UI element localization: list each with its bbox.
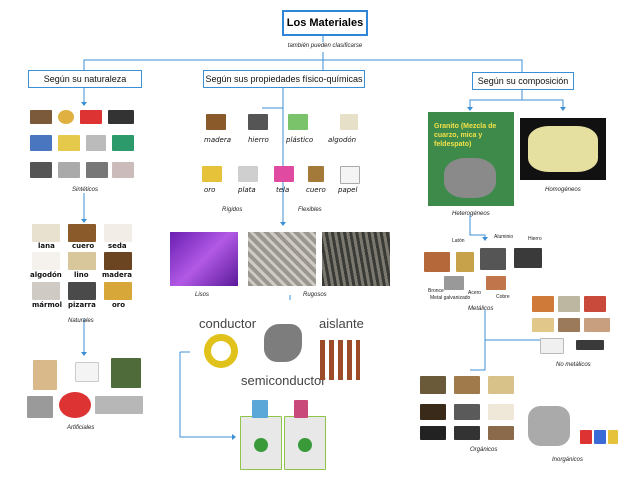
natural-item: lino: [74, 271, 89, 279]
natural-item: pizarra: [68, 301, 96, 309]
rugosos-image: [248, 232, 316, 286]
category-composicion: Según su composición: [472, 72, 574, 90]
rigid-item: algodón: [328, 136, 357, 144]
metal-label: Hierro: [528, 236, 542, 242]
heterogeneos-label: Heterogéneos: [452, 211, 490, 217]
rigid-item: plástico: [286, 136, 314, 144]
natural-item: mármol: [32, 301, 62, 309]
metalicos-label: Metálicos: [468, 306, 494, 312]
sinteticos-image: [28, 107, 138, 185]
lisos-image: [170, 232, 238, 286]
natural-item: oro: [112, 301, 126, 309]
artificiales-label: Artificiales: [67, 425, 95, 431]
naturales-label: Naturales: [68, 318, 94, 324]
flexibles-label: Flexibles: [298, 207, 322, 213]
semiconductor-label: semiconductor: [241, 373, 326, 388]
metal-label: Cobre: [496, 294, 510, 300]
natural-item: lana: [38, 242, 55, 250]
recycling-image: [234, 398, 332, 472]
metal-label: Metal galvanizado: [430, 295, 471, 301]
conductor-label: conductor: [199, 316, 257, 331]
metal-label: Aluminio: [494, 234, 514, 240]
sinteticos-label: Sintéticos: [72, 187, 99, 193]
fence-icon: [320, 340, 360, 380]
flex-item: oro: [204, 186, 216, 194]
metal-label: Acero: [468, 290, 482, 296]
homogeneo-image: [520, 118, 606, 180]
category-naturaleza: Según su naturaleza: [28, 70, 142, 88]
lisos-label: Lisos: [195, 292, 210, 298]
flex-item: papel: [338, 186, 358, 194]
natural-item: seda: [108, 242, 127, 250]
subtitle-label: también pueden clasificarse: [287, 43, 363, 49]
page-title: Los Materiales: [282, 10, 368, 36]
rigidos-label: Rígidos: [222, 207, 243, 213]
metal-label: Bronce: [428, 288, 444, 294]
granito-caption: Granito (Mezcla de cuarzo, mica y feldes…: [434, 123, 497, 148]
homogeneos-label: Homogéneos: [545, 187, 581, 193]
flex-item: cuero: [306, 186, 326, 194]
rigid-item: hierro: [248, 136, 269, 144]
organicos-label: Orgánicos: [470, 447, 498, 453]
category-propiedades: Según sus propiedades físico-químicas: [203, 70, 365, 88]
flex-item: tela: [276, 186, 290, 194]
ring-icon: [204, 334, 238, 368]
natural-item: madera: [102, 271, 132, 279]
no-metalicos-image: [530, 294, 622, 356]
rock-icon: [264, 324, 302, 362]
inorganicos-image: [526, 404, 618, 454]
no-metalicos-label: No metálicos: [556, 362, 591, 368]
artificiales-image: [25, 356, 149, 422]
flex-item: plata: [238, 186, 256, 194]
organicos-image: [416, 370, 518, 444]
rugosos-label: Rugosos: [303, 292, 327, 298]
natural-item: cuero: [72, 242, 95, 250]
granito-image: Granito (Mezcla de cuarzo, mica y feldes…: [428, 112, 514, 206]
naturales-image: lana cuero seda algodón lino madera márm…: [28, 222, 134, 314]
corteza-image: [322, 232, 390, 286]
rigidos-image: madera hierro plástico algodón: [200, 110, 364, 146]
metal-label: Latón: [452, 238, 465, 244]
inorganicos-label: Inorgánicos: [552, 457, 584, 463]
flexibles-image: oro plata tela cuero papel: [196, 162, 364, 198]
natural-item: algodón: [30, 271, 62, 279]
aislante-label: aislante: [319, 316, 364, 331]
metalicos-image: Latón Aluminio Hierro Bronce Acero Metal…: [420, 232, 546, 304]
rigid-item: madera: [204, 136, 232, 144]
